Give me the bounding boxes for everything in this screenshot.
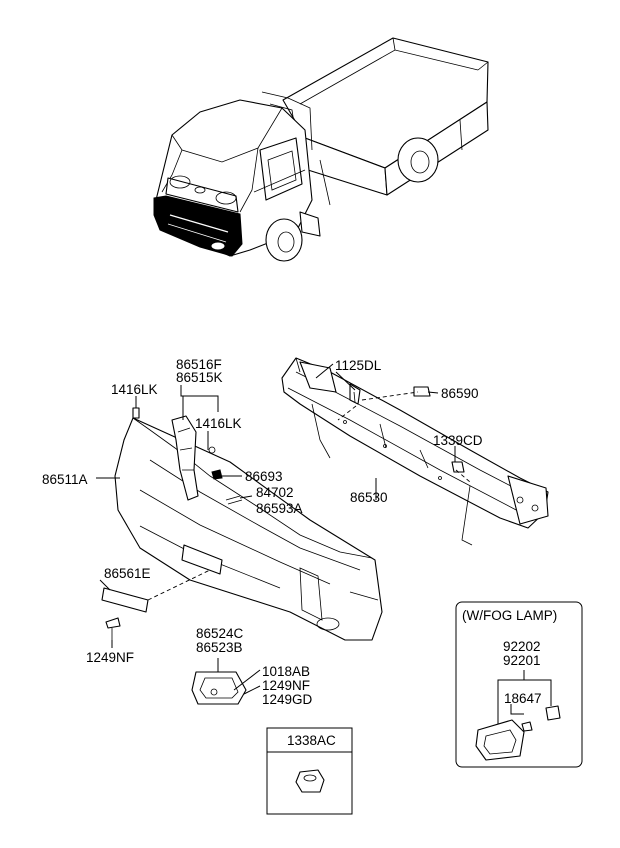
label-86511A: 86511A	[42, 472, 88, 487]
leader-lines	[96, 363, 456, 695]
label-1018AB: 1018AB	[262, 664, 310, 679]
label-84702: 84702	[256, 485, 294, 500]
label-1249NF-left: 1249NF	[86, 650, 134, 665]
label-86515K: 86515K	[176, 370, 223, 385]
label-1416LK-left: 1416LK	[111, 382, 158, 397]
front-bumper-cover	[114, 417, 383, 641]
label-86524C: 86524C	[196, 626, 244, 641]
screw-1249NF-left	[105, 617, 121, 642]
screw-1416LK-right	[208, 446, 216, 454]
fog-lamp-box-title: (W/FOG LAMP)	[462, 608, 557, 623]
clip-1338AC-box	[266, 727, 353, 815]
pin-84702	[225, 495, 243, 505]
label-86693: 86693	[245, 469, 283, 484]
bolt-1125DL	[349, 383, 361, 405]
label-86561E: 86561E	[104, 566, 151, 581]
truck-illustration	[153, 37, 489, 262]
label-1249NF-right: 1249NF	[262, 678, 310, 693]
label-1125DL: 1125DL	[335, 358, 382, 373]
label-86593A: 86593A	[256, 501, 303, 516]
label-1249GD: 1249GD	[262, 692, 313, 707]
label-1339CD: 1339CD	[433, 433, 483, 448]
screw-1416LK-left	[132, 407, 140, 419]
label-1416LK-right: 1416LK	[195, 416, 242, 431]
label-86523B: 86523B	[196, 640, 243, 655]
nut-1339CD	[451, 461, 465, 473]
license-plate-bracket	[101, 569, 211, 613]
bumper-reinforcement-beam	[281, 357, 549, 546]
label-86530: 86530	[350, 490, 388, 505]
bumper-side-bracket	[171, 415, 199, 501]
label-92201: 92201	[503, 653, 541, 668]
label-18647: 18647	[504, 691, 542, 706]
label-1338AC: 1338AC	[287, 733, 336, 748]
fog-lamp-cover	[191, 671, 247, 705]
fog-lamp-option-box	[455, 601, 583, 768]
label-86516F: 86516F	[176, 357, 222, 372]
label-92202: 92202	[503, 639, 541, 654]
clip-86590	[413, 386, 431, 397]
screw-86693	[211, 469, 223, 480]
label-86590: 86590	[441, 386, 479, 401]
